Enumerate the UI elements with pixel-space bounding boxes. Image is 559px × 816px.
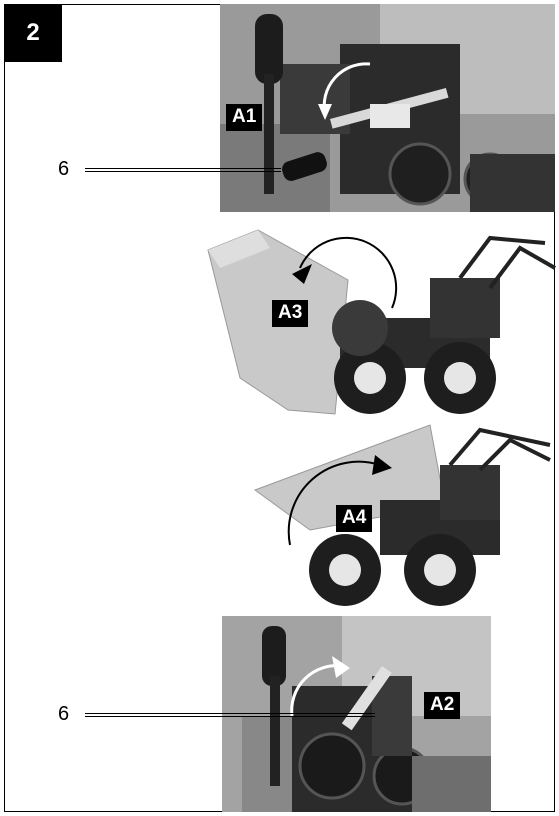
ref-number-6-bottom: 6 (58, 703, 70, 725)
dumper-lowered-illustration (253, 424, 551, 606)
callout-a4: A4 (336, 505, 373, 532)
dumper-tipped-illustration (207, 229, 556, 415)
photo-dumper-lowered (250, 420, 555, 610)
leader-line-top (85, 168, 281, 172)
callout-a1: A1 (226, 104, 263, 131)
leader-line-bottom (85, 713, 375, 717)
photo-lever-detail-top (220, 4, 555, 212)
engine-lever-illustration (220, 4, 555, 212)
figure-number: 2 (4, 4, 62, 62)
photo-dumper-tipped (200, 228, 559, 418)
callout-a2: A2 (424, 692, 461, 719)
callout-a3: A3 (272, 300, 309, 327)
ref-number-6-top: 6 (58, 158, 70, 180)
